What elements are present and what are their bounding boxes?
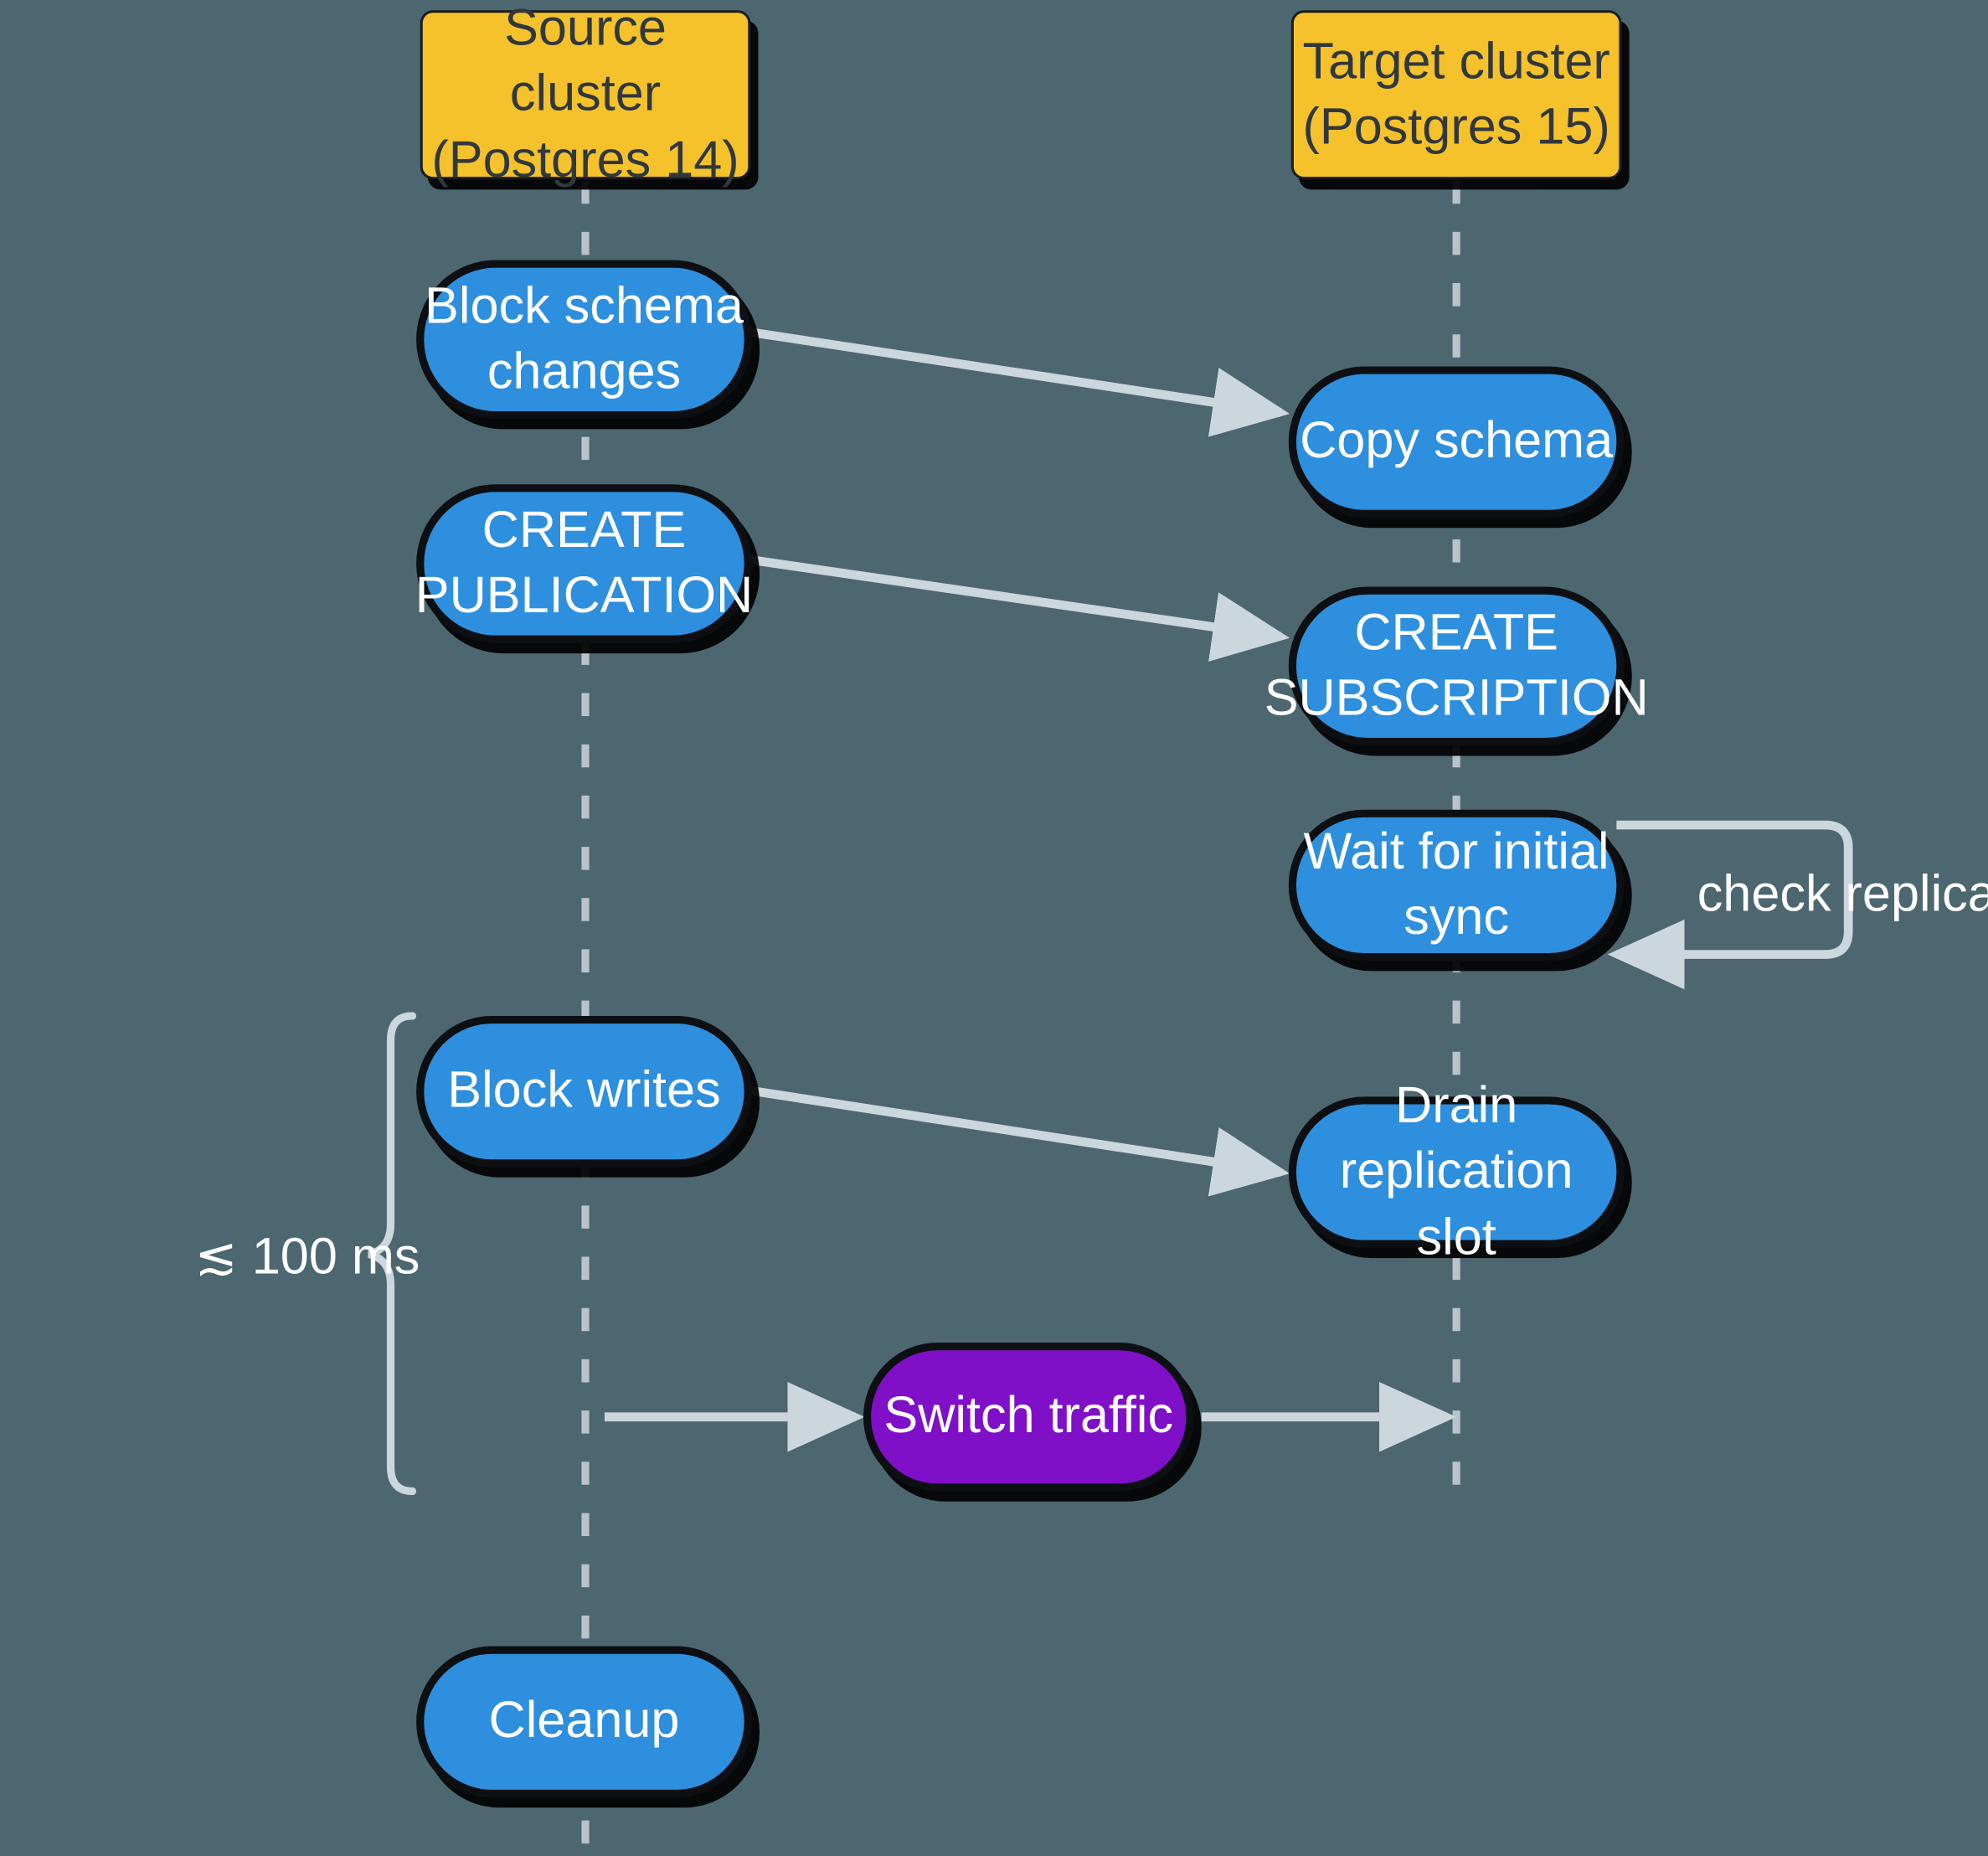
node-wait-for-initial-sync-label: Wait for initial sync xyxy=(1303,823,1609,946)
node-block-writes[interactable]: Block writes xyxy=(416,1015,752,1168)
arrow-publication-to-subscription xyxy=(749,555,1290,662)
node-drain-replication-slot[interactable]: Drain replication slot xyxy=(1288,1078,1625,1266)
actor-source-cluster-label: Source cluster (Postgres 14) xyxy=(431,0,739,188)
arrow-block-schema-to-copy-schema xyxy=(747,327,1290,437)
node-create-publication-label: CREATE PUBLICATION xyxy=(415,502,754,624)
node-wait-for-initial-sync[interactable]: Wait for initial sync xyxy=(1288,809,1625,962)
node-create-subscription-label: CREATE SUBSCRIPTION xyxy=(1264,604,1649,727)
node-create-publication[interactable]: CREATE PUBLICATION xyxy=(415,484,754,643)
label-check-replication-slots: check replication slots xyxy=(1697,866,1988,923)
check-replication-slots-loop xyxy=(1607,820,1853,990)
node-block-writes-label: Block writes xyxy=(447,1062,721,1119)
node-block-schema-changes-label: Block schema changes xyxy=(425,277,744,400)
node-switch-traffic-label: Switch traffic xyxy=(883,1388,1174,1445)
label-latency-brace: ≲ 100 ms xyxy=(194,1228,420,1286)
node-create-subscription[interactable]: CREATE SUBSCRIPTION xyxy=(1264,586,1649,746)
node-cleanup-label: Cleanup xyxy=(488,1693,680,1750)
node-cleanup[interactable]: Cleanup xyxy=(416,1646,752,1798)
latency-brace xyxy=(368,1012,417,1496)
actor-target-cluster-label: Target cluster (Postgres 15) xyxy=(1302,33,1610,156)
actor-source-cluster[interactable]: Source cluster (Postgres 14) xyxy=(420,0,751,188)
arrow-block-writes-to-drain xyxy=(747,1085,1290,1197)
actor-target-cluster[interactable]: Target cluster (Postgres 15) xyxy=(1290,10,1622,180)
node-copy-schema[interactable]: Copy schema xyxy=(1288,366,1625,518)
node-block-schema-changes[interactable]: Block schema changes xyxy=(416,260,752,420)
node-copy-schema-label: Copy schema xyxy=(1300,413,1614,470)
node-switch-traffic[interactable]: Switch traffic xyxy=(863,1343,1194,1492)
node-drain-replication-slot-label: Drain replication slot xyxy=(1339,1077,1573,1266)
